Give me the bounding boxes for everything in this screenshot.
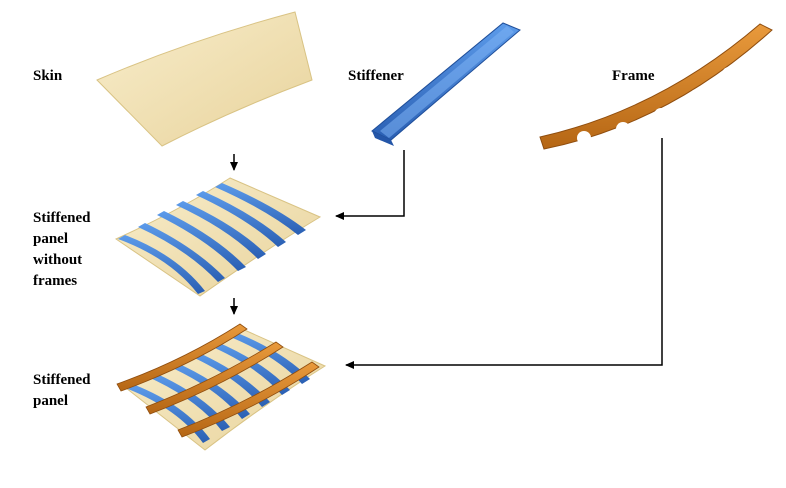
label-line: panel [33, 231, 69, 247]
label-stiffener: Stiffener [348, 68, 404, 84]
label-line: Stiffened [33, 372, 91, 388]
label-stiffened-panel: Stiffened panel [33, 370, 91, 412]
label-frame: Frame [612, 68, 655, 84]
stiffener-part [371, 22, 521, 146]
label-stiffened-panel-without-frames: Stiffened panel without frames [33, 208, 91, 292]
label-line: Stiffened [33, 210, 91, 226]
label-line: frames [33, 273, 78, 289]
arrow-frame-to-final [345, 138, 663, 369]
label-line: panel [33, 393, 69, 409]
label-skin: Skin [33, 68, 63, 84]
stiffened-panel-without-frames-part [114, 177, 322, 297]
arrow-stiffener-to-stiffened [335, 150, 405, 220]
stiffened-panel-part [116, 323, 327, 451]
frame-part [539, 23, 773, 150]
skin-part [96, 11, 313, 147]
label-line: without [33, 252, 83, 268]
arrows [230, 138, 663, 369]
